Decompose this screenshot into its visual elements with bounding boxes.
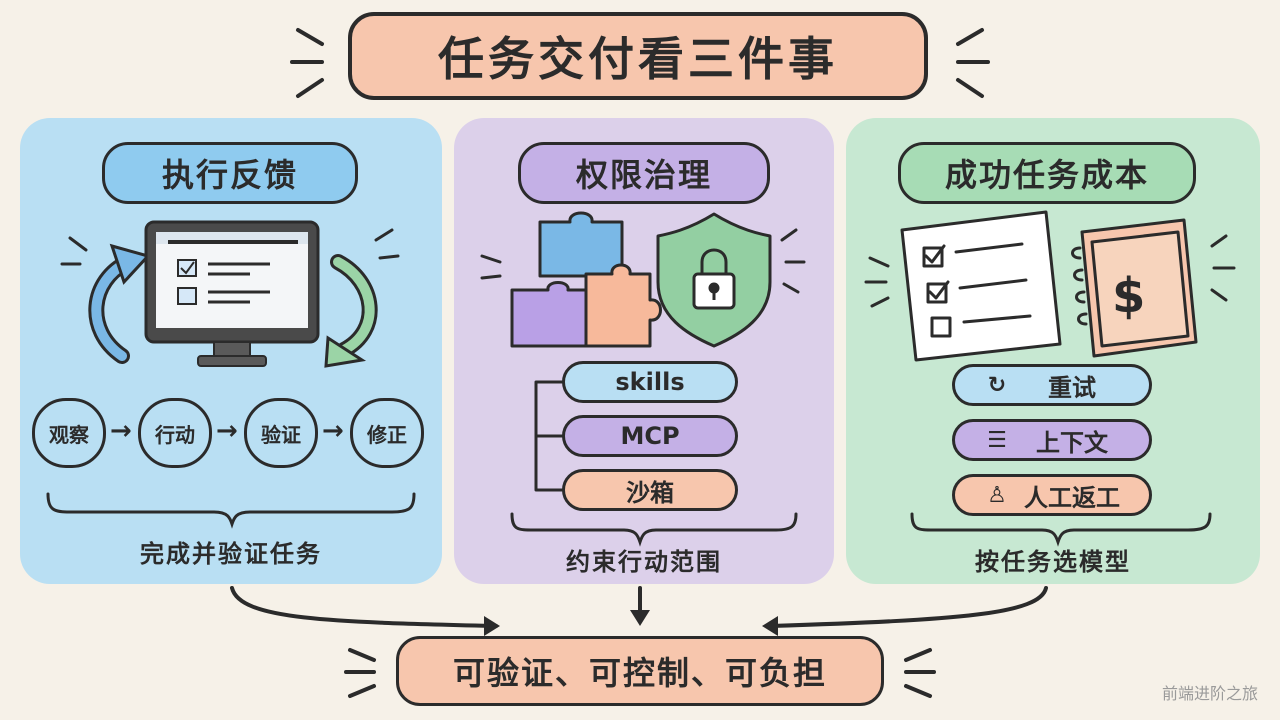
item-label: 重试: [1048, 373, 1096, 402]
panel-heading-label: 权限治理: [575, 156, 712, 194]
page-title: 任务交付看三件事: [438, 32, 838, 86]
panel-heading-label: 执行反馈: [161, 156, 298, 194]
conclusion-banner: 可验证、可控制、可负担: [396, 636, 884, 706]
step-observe: 观察: [32, 398, 106, 468]
retry-icon: ↻: [987, 372, 1007, 398]
person-icon: ♙: [987, 482, 1007, 508]
arrow-right-icon: →: [322, 416, 344, 446]
item-mcp: MCP: [562, 415, 738, 457]
caption-permission: 约束行动范围: [454, 542, 834, 577]
caption-execution: 完成并验证任务: [20, 534, 442, 569]
step-label: 修正: [367, 422, 407, 447]
step-label: 验证: [261, 422, 301, 447]
step-label: 行动: [155, 422, 195, 447]
panel-heading-permission: 权限治理: [518, 142, 770, 204]
item-label: 上下文: [1036, 428, 1108, 457]
caption-cost: 按任务选模型: [846, 542, 1260, 577]
item-rework: ♙ 人工返工: [952, 474, 1152, 516]
item-context: ☰ 上下文: [952, 419, 1152, 461]
step-verify: 验证: [244, 398, 318, 468]
svg-text:$: $: [1112, 268, 1145, 324]
step-act: 行动: [138, 398, 212, 468]
caption-label: 约束行动范围: [566, 548, 722, 576]
item-skills: skills: [562, 361, 738, 403]
caption-label: 完成并验证任务: [140, 540, 322, 568]
watermark: 前端进阶之旅: [1162, 680, 1258, 704]
arrow-right-icon: →: [216, 416, 238, 446]
conclusion-label: 可验证、可控制、可负担: [452, 654, 827, 692]
item-label: 人工返工: [1024, 483, 1120, 512]
watermark-label: 前端进阶之旅: [1161, 684, 1258, 703]
step-label: 观察: [49, 422, 89, 447]
item-sandbox: 沙箱: [562, 469, 738, 511]
item-label: MCP: [620, 422, 680, 450]
item-label: 沙箱: [626, 478, 674, 507]
caption-label: 按任务选模型: [975, 548, 1131, 576]
step-fix: 修正: [350, 398, 424, 468]
arrow-right-icon: →: [110, 416, 132, 446]
panel-heading-cost: 成功任务成本: [898, 142, 1196, 204]
item-retry: ↻ 重试: [952, 364, 1152, 406]
item-label: skills: [615, 368, 685, 396]
panel-heading-label: 成功任务成本: [944, 156, 1149, 194]
panel-heading-execution: 执行反馈: [102, 142, 358, 204]
title-banner: 任务交付看三件事: [348, 12, 928, 100]
document-icon: ☰: [987, 427, 1007, 453]
